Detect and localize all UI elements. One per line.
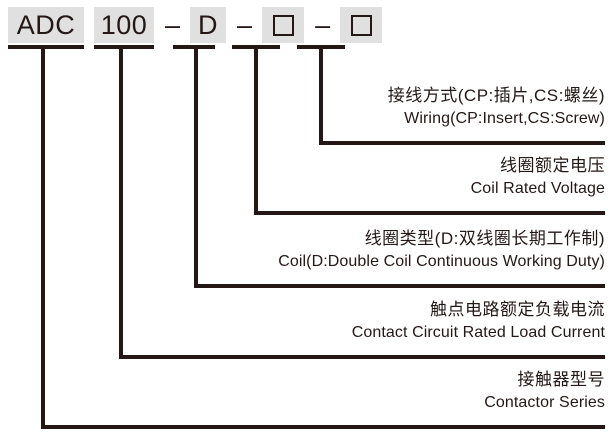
code-token-coil-voltage-placeholder <box>262 7 305 43</box>
empty-square-icon <box>350 14 372 36</box>
code-separator-2: – <box>237 9 253 40</box>
leader-elbow-contactor-series <box>41 425 605 429</box>
code-token-wiring-placeholder <box>340 7 383 43</box>
label-coil-type-cn: 线圈类型(D:双线圈长期工作制) <box>364 229 605 248</box>
leader-vertical-coil-type <box>194 45 198 288</box>
leader-elbow-contact-current <box>119 355 605 359</box>
label-wiring: 接线方式(CP:插片,CS:螺丝) Wiring(CP:Insert,CS:Sc… <box>388 84 605 130</box>
label-wiring-cn: 接线方式(CP:插片,CS:螺丝) <box>387 86 605 105</box>
label-coil-rated-voltage-cn: 线圈额定电压 <box>500 156 605 175</box>
label-coil-type: 线圈类型(D:双线圈长期工作制) Coil(D:Double Coil Cont… <box>278 227 605 273</box>
leader-elbow-coil-voltage <box>254 211 605 215</box>
code-separator-1: – <box>165 9 181 40</box>
leader-vertical-contactor-series <box>41 45 45 429</box>
leader-vertical-contact-current <box>119 45 123 359</box>
leader-underline-current <box>94 45 154 49</box>
label-contactor-series-en: Contactor Series <box>484 394 605 411</box>
label-contact-circuit-current-en: Contact Circuit Rated Load Current <box>351 324 605 341</box>
leader-vertical-coil-voltage <box>254 45 258 215</box>
label-contact-circuit-current: 触点电路额定负载电流 Contact Circuit Rated Load Cu… <box>352 298 605 344</box>
label-wiring-en: Wiring(CP:Insert,CS:Screw) <box>404 110 605 127</box>
leader-elbow-wiring <box>319 141 605 145</box>
leader-vertical-wiring <box>319 45 323 145</box>
leader-underline-series <box>8 45 84 49</box>
leader-elbow-coil-type <box>194 284 605 288</box>
label-coil-rated-voltage-en: Coil Rated Voltage <box>470 180 605 197</box>
code-token-coil-type: D <box>190 7 227 43</box>
label-coil-rated-voltage: 线圈额定电压 Coil Rated Voltage <box>471 154 605 200</box>
model-code-row: ADC 100 – D – – <box>0 0 383 50</box>
empty-square-icon <box>272 14 294 36</box>
code-separator-3: – <box>315 9 331 40</box>
label-contactor-series: 接触器型号 Contactor Series <box>484 368 605 414</box>
code-token-series: ADC <box>8 7 84 43</box>
label-coil-type-en: Coil(D:Double Coil Continuous Working Du… <box>278 253 605 270</box>
label-contactor-series-cn: 接触器型号 <box>517 370 605 389</box>
label-contact-circuit-current-cn: 触点电路额定负载电流 <box>430 300 605 319</box>
code-token-current: 100 <box>94 7 154 43</box>
